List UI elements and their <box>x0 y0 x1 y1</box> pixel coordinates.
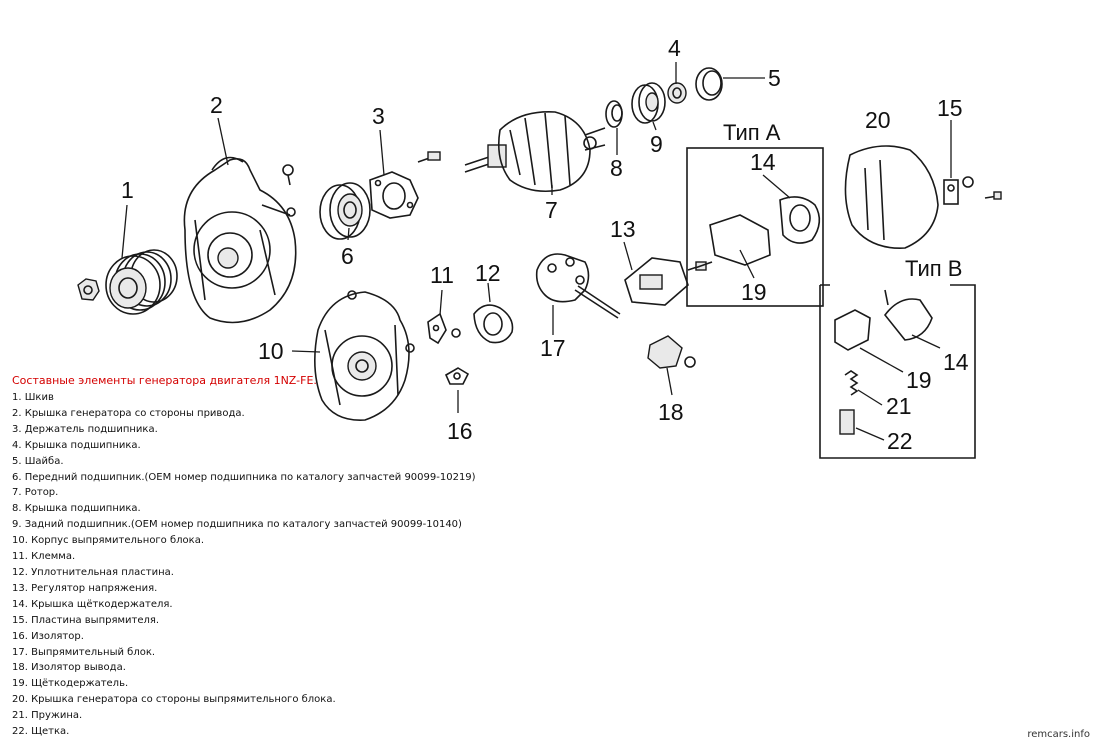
callout-22: 22 <box>887 428 913 454</box>
callout-12: 12 <box>475 260 501 286</box>
legend-item: 21. Пружина. <box>12 710 83 722</box>
bearing-cover-8-part <box>605 100 623 128</box>
legend-item: 3. Держатель подшипника. <box>12 423 158 435</box>
callout-17: 17 <box>540 335 566 361</box>
callout-13: 13 <box>610 216 636 242</box>
drive-end-housing-part <box>183 156 297 324</box>
callout-2: 2 <box>210 92 223 118</box>
callout-14-type-a: 14 <box>750 149 776 175</box>
legend-item: 10. Корпус выпрямительного блока. <box>12 535 205 547</box>
callout-21: 21 <box>886 393 912 419</box>
bearing-retainer-part <box>369 151 441 219</box>
rectifier-end-frame-part <box>314 290 415 421</box>
parts-legend: Составные элементы генератора двигателя … <box>12 373 572 740</box>
callout-8: 8 <box>610 155 623 181</box>
callout-11: 11 <box>430 262 454 288</box>
legend-item: 20. Крышка генератора со стороны выпрями… <box>12 694 336 706</box>
legend-item: 18. Изолятор вывода. <box>12 662 126 674</box>
callout-9: 9 <box>650 131 663 157</box>
legend-item: 6. Передний подшипник.(OEM номер подшипн… <box>12 471 476 483</box>
legend-item: 11. Клемма. <box>12 551 76 563</box>
pulley-part <box>77 249 178 315</box>
type-a-frame <box>686 147 824 307</box>
legend-item: 22. Щетка. <box>12 726 70 738</box>
seal-plate-part <box>473 304 514 344</box>
type-b-frame <box>819 284 976 459</box>
callout-15: 15 <box>937 95 963 121</box>
leader-lines <box>121 62 952 441</box>
legend-item: 7. Ротор. <box>12 487 59 499</box>
callout-1: 1 <box>121 177 134 203</box>
callout-20: 20 <box>865 107 891 133</box>
bearing-cover-4-part <box>667 82 687 104</box>
callout-6: 6 <box>341 243 354 269</box>
callout-19-type-a: 19 <box>741 279 767 305</box>
rear-end-cover-part <box>844 145 939 249</box>
callout-10: 10 <box>258 338 284 364</box>
front-bearing-part <box>319 182 371 240</box>
washer-part <box>695 67 723 101</box>
type-a-label: Тип А <box>723 120 781 145</box>
terminal-insulator-part <box>647 335 696 369</box>
legend-item: 15. Пластина выпрямителя. <box>12 614 160 626</box>
callout-16: 16 <box>447 418 473 444</box>
legend-item: 19. Щёткодержатель. <box>12 678 129 690</box>
legend-item: 4. Крышка подшипника. <box>12 439 141 451</box>
rear-bearing-part <box>631 82 666 124</box>
callout-14-type-b: 14 <box>943 349 969 375</box>
legend-item: 1. Шкив <box>12 392 54 403</box>
legend-item: 8. Крышка подшипника. <box>12 503 141 515</box>
legend-item: 12. Уплотнительная пластина. <box>12 566 174 578</box>
legend-item: 9. Задний подшипник.(OEM номер подшипник… <box>12 519 462 531</box>
insulator-part <box>444 367 470 385</box>
callout-7: 7 <box>545 197 558 223</box>
rotor-part <box>464 111 606 193</box>
callout-5: 5 <box>768 65 781 91</box>
legend-item: 2. Крышка генератора со стороны привода. <box>12 407 245 419</box>
legend-item: 16. Изолятор. <box>12 630 84 642</box>
rectifier-plate-part <box>943 176 1002 205</box>
type-b-label: Тип В <box>905 256 962 281</box>
callout-4: 4 <box>668 35 681 61</box>
watermark: remcars.info <box>1027 729 1090 740</box>
callout-3: 3 <box>372 103 385 129</box>
rectifier-part <box>535 253 621 319</box>
terminal-part <box>427 312 461 345</box>
legend-item: 14. Крышка щёткодержателя. <box>12 598 173 610</box>
legend-list: 1. Шкив 2. Крышка генератора со стороны … <box>12 390 572 740</box>
callout-19-type-b: 19 <box>906 367 932 393</box>
callout-18: 18 <box>658 399 684 425</box>
legend-item: 13. Регулятор напряжения. <box>12 582 158 594</box>
callout-numbers: 1 2 3 4 5 6 7 8 9 10 11 12 13 14 19 15 1… <box>121 35 969 454</box>
regulator-part <box>624 257 707 306</box>
legend-title: Составные элементы генератора двигателя … <box>12 374 317 387</box>
legend-item: 17. Выпрямительный блок. <box>12 646 156 658</box>
legend-item: 5. Шайба. <box>12 455 64 467</box>
